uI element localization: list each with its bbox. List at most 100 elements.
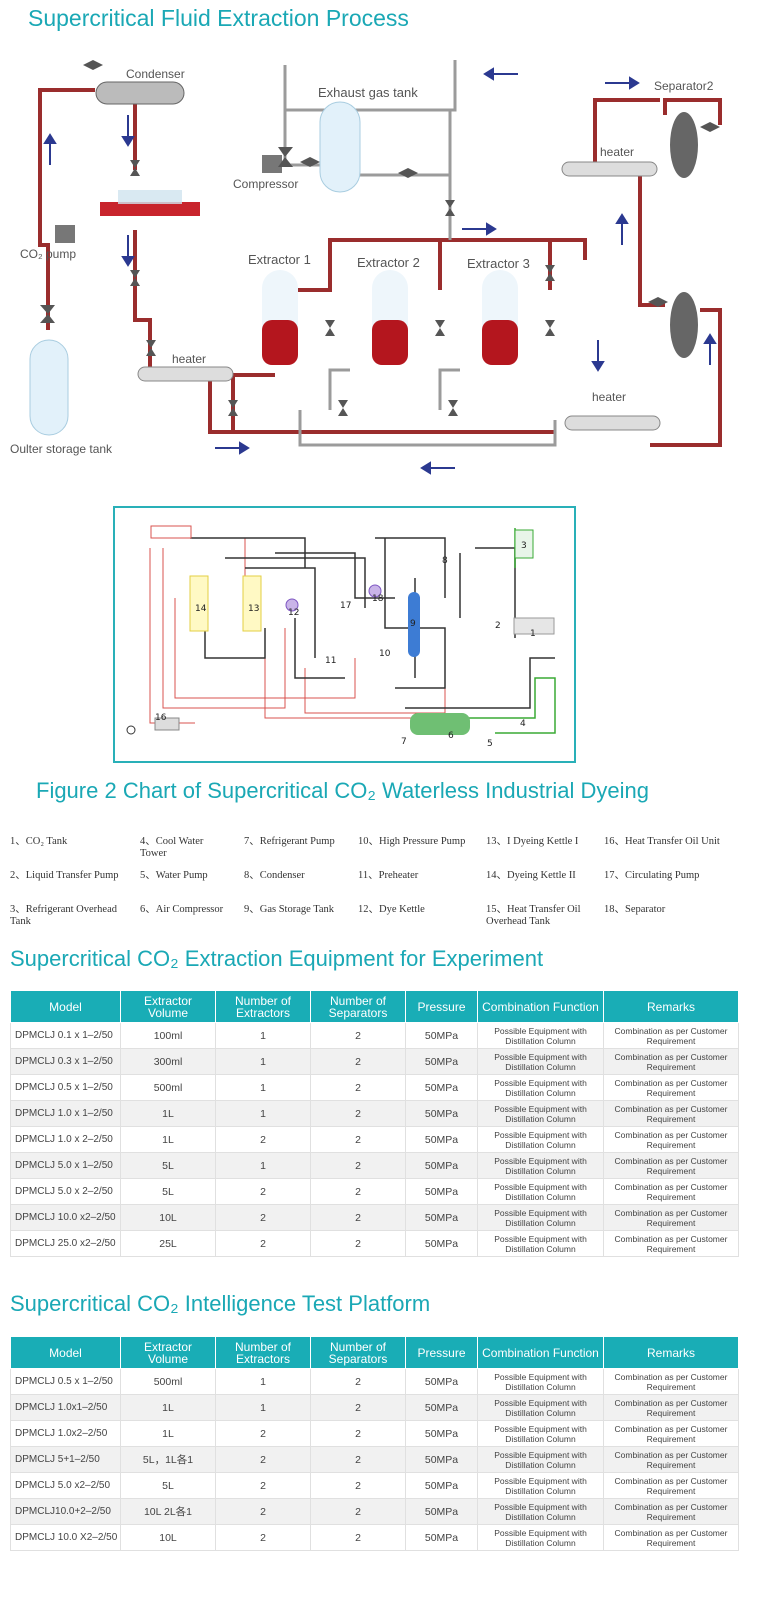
table-cell: Combination as per Customer Requirement: [603, 1420, 739, 1447]
figure-2-legend: 1、CO₂ Tank 4、Cool Water Tower 7、Refriger…: [8, 830, 758, 930]
table-cell: 2: [215, 1446, 311, 1473]
table-cell: Possible Equipment with Distillation Col…: [477, 1368, 604, 1395]
table-cell: 1: [215, 1152, 311, 1179]
dyeing-schematic: 3 1 2 4 5 6 7 8 9 10 11 12 13 14 16 17 1…: [113, 506, 576, 763]
col-extractor-volume: Extractor Volume: [120, 990, 216, 1023]
process-diagram: Condenser Exhaust gas tank Compressor CO…: [0, 30, 766, 500]
table-cell: Combination as per Customer Requirement: [603, 1074, 739, 1101]
legend-item: 13、I Dyeing Kettle I: [486, 836, 579, 847]
table-cell: Possible Equipment with Distillation Col…: [477, 1074, 604, 1101]
table-cell: DPMCLJ10.0+2–2/50: [10, 1498, 121, 1525]
schema-number: 8: [442, 556, 448, 566]
table-cell: 2: [310, 1048, 406, 1075]
legend-item: 2、Liquid Transfer Pump: [10, 870, 119, 881]
col-remarks: Remarks: [603, 990, 739, 1023]
table-cell: 50MPa: [405, 1368, 478, 1395]
table-cell: 500ml: [120, 1368, 216, 1395]
table-cell: 2: [215, 1178, 311, 1205]
table-cell: DPMCLJ 5.0 x 1–2/50: [10, 1152, 121, 1179]
compressor-label: Compressor: [233, 177, 299, 191]
table-cell: Combination as per Customer Requirement: [603, 1498, 739, 1525]
table-cell: 10L: [120, 1204, 216, 1231]
table-cell: 1: [215, 1368, 311, 1395]
schema-number: 14: [195, 604, 207, 614]
exhaust-tank-label: Exhaust gas tank: [318, 85, 418, 100]
separator2-label: Separator2: [654, 79, 714, 93]
extractor-2-label: Extractor 2: [357, 255, 420, 270]
table-cell: 2: [310, 1446, 406, 1473]
table-cell: Possible Equipment with Distillation Col…: [477, 1524, 604, 1551]
table-cell: 1: [215, 1100, 311, 1127]
legend-item: 9、Gas Storage Tank: [244, 904, 335, 915]
co2-pump-label: CO₂ pump: [20, 247, 77, 261]
table-cell: 50MPa: [405, 1498, 478, 1525]
schema-number: 18: [372, 594, 384, 604]
col-model: Model: [10, 990, 121, 1023]
legend-item: 16、Heat Transfer Oil Unit: [604, 836, 720, 847]
col-number-extractors: Number of Extractors: [215, 1336, 311, 1369]
table-cell: DPMCLJ 10.0 X2–2/50: [10, 1524, 121, 1551]
table-cell: 50MPa: [405, 1100, 478, 1127]
table-cell: 2: [215, 1524, 311, 1551]
table-cell: 2: [310, 1230, 406, 1257]
table-cell: Combination as per Customer Requirement: [603, 1126, 739, 1153]
table-cell: 5L: [120, 1472, 216, 1499]
test-platform-table: Model Extractor Volume Number of Extract…: [10, 1336, 739, 1551]
table-cell: Possible Equipment with Distillation Col…: [477, 1420, 604, 1447]
table-cell: Possible Equipment with Distillation Col…: [477, 1178, 604, 1205]
table-cell: 25L: [120, 1230, 216, 1257]
table-cell: 2: [310, 1524, 406, 1551]
table-cell: 50MPa: [405, 1230, 478, 1257]
table-cell: Possible Equipment with Distillation Col…: [477, 1204, 604, 1231]
table-cell: Combination as per Customer Requirement: [603, 1368, 739, 1395]
table-cell: 50MPa: [405, 1472, 478, 1499]
table-cell: 100ml: [120, 1022, 216, 1049]
table-cell: 1: [215, 1022, 311, 1049]
table-cell: Combination as per Customer Requirement: [603, 1100, 739, 1127]
legend-item: 17、Circulating Pump: [604, 870, 700, 881]
schema-number: 1: [530, 629, 536, 639]
table-cell: Combination as per Customer Requirement: [603, 1204, 739, 1231]
table-cell: 2: [215, 1126, 311, 1153]
table-cell: 1L: [120, 1420, 216, 1447]
table-cell: 2: [310, 1022, 406, 1049]
table-cell: Possible Equipment with Distillation Col…: [477, 1446, 604, 1473]
col-combination-function: Combination Function: [477, 990, 604, 1023]
table-cell: 1L: [120, 1100, 216, 1127]
table-cell: 2: [215, 1204, 311, 1231]
heater-2-label: heater: [600, 145, 635, 159]
table-cell: 50MPa: [405, 1420, 478, 1447]
table-cell: 2: [215, 1420, 311, 1447]
table-cell: Combination as per Customer Requirement: [603, 1152, 739, 1179]
legend-item: 3、Refrigerant Overhead Tank: [10, 904, 117, 927]
table-cell: 2: [215, 1472, 311, 1499]
table-cell: DPMCLJ 0.1 x 1–2/50: [10, 1022, 121, 1049]
table-cell: 5L: [120, 1152, 216, 1179]
table-cell: DPMCLJ 10.0 x2–2/50: [10, 1204, 121, 1231]
legend-item: 7、Refrigerant Pump: [244, 836, 335, 847]
table-cell: 2: [215, 1230, 311, 1257]
heater-3-label: heater: [592, 390, 627, 404]
schema-number: 6: [448, 731, 454, 741]
condenser-label: Condenser: [126, 67, 185, 81]
col-pressure: Pressure: [405, 990, 478, 1023]
table-cell: 50MPa: [405, 1204, 478, 1231]
table-cell: DPMCLJ 5.0 x 2–2/50: [10, 1178, 121, 1205]
legend-item: 15、Heat Transfer Oil Overhead Tank: [486, 904, 581, 927]
legend-item: 4、Cool Water Tower: [140, 836, 204, 859]
table-cell: DPMCLJ 1.0x1–2/50: [10, 1394, 121, 1421]
table-cell: DPMCLJ 0.5 x 1–2/50: [10, 1368, 121, 1395]
schema-number: 4: [520, 719, 526, 729]
table-cell: 50MPa: [405, 1048, 478, 1075]
col-pressure: Pressure: [405, 1336, 478, 1369]
legend-item: 6、Air Compressor: [140, 904, 224, 915]
schema-number: 2: [495, 621, 501, 631]
table-cell: 50MPa: [405, 1074, 478, 1101]
table-cell: 2: [215, 1498, 311, 1525]
